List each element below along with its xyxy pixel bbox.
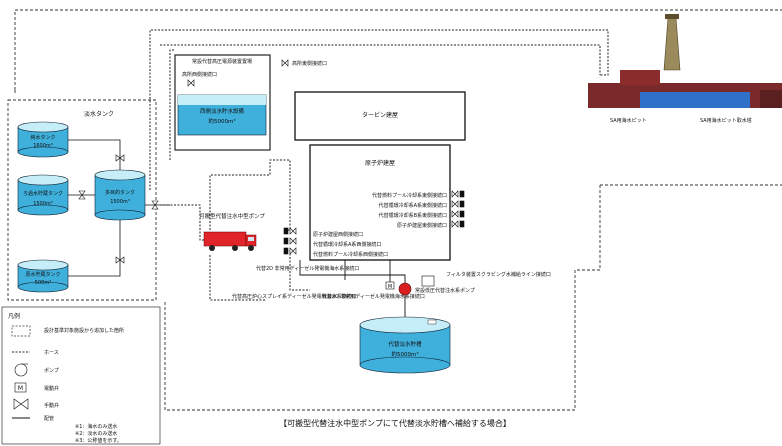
reactor-pipes — [299, 260, 406, 320]
legend-dashed-box-text: 設計基準対象施設から追加した箇所 — [44, 327, 124, 334]
permanent-pump-icon — [398, 282, 412, 296]
svg-text:500m³: 500m³ — [35, 280, 51, 286]
tank-pipes — [68, 139, 170, 277]
svg-text:多目的タンク: 多目的タンク — [105, 189, 135, 196]
svg-text:原水貯蔵タンク: 原水貯蔵タンク — [25, 271, 60, 278]
site-boundary — [14, 9, 782, 411]
west-connection-label: 高所西側接続口 — [182, 71, 217, 78]
svg-text:1500m³: 1500m³ — [33, 201, 53, 207]
motor-valve-mark: M — [388, 284, 392, 290]
reactor-conn-left-3: 代替燃料プール冷却系西側接続口 — [313, 251, 388, 258]
diagram-caption: 【可搬型代替注水中型ポンプにて代替淡水貯槽へ補給する場合】 — [279, 418, 511, 428]
filtered-water-tank: ろ過水貯蔵タンク 1500m³ — [17, 174, 69, 216]
motor-valve-icon — [385, 281, 395, 290]
mobile-pump-truck — [203, 231, 257, 251]
svg-text:純水タンク: 純水タンク — [30, 134, 55, 141]
west-storage-name: 西側淡水貯水設備 — [200, 107, 245, 115]
svg-text:1500m³: 1500m³ — [110, 199, 130, 205]
legend-pump-icon — [14, 363, 28, 377]
legend-note-2: ※2：淡水のみ送水 — [75, 430, 117, 437]
connection-valve-icon — [187, 79, 195, 87]
hose-to-pump — [160, 204, 210, 241]
freshwater-area — [7, 99, 157, 301]
east-connection-icon — [281, 59, 289, 67]
alt-freshwater-tank: 代替淡水貯槽 約5000m³ — [359, 316, 451, 374]
raw-water-tank: 原水貯蔵タンク 500m³ — [17, 259, 69, 293]
turbine-building — [294, 91, 466, 141]
freshwater-area-label: 淡水タンク — [84, 110, 114, 118]
legend-title: 凡例 — [8, 312, 20, 320]
turbine-building-label: タービン建屋 — [362, 111, 398, 119]
reactor-conn-left-1: 原子炉建屋西側接続口 — [313, 231, 363, 238]
power-source-label: 常設代替高圧電源装置置場 — [192, 58, 252, 65]
hose-network — [149, 29, 609, 301]
lower-label-2c: 代替2C 非常用ディーゼル発電機海水系接続口 — [322, 293, 425, 300]
legend-dashed-box-icon — [11, 325, 31, 337]
legend-pipe-text: 配管 — [44, 415, 54, 422]
permanent-pump-label: 常設低圧代替注水系ポンプ — [415, 287, 475, 294]
legend-box — [1, 306, 161, 445]
filter-vent-label: フィルタ装置スクラビング水補給ライン接続口 — [446, 271, 551, 278]
legend-motor-valve-icon — [14, 382, 27, 393]
sa-pit-label: SA用海水ピット — [610, 117, 647, 124]
east-connection-label: 高所東側接続口 — [292, 60, 327, 67]
reactor-right-valves — [451, 190, 465, 228]
multipurpose-tank: 多目的タンク 1500m³ — [94, 169, 146, 221]
manual-valve-icon — [78, 154, 159, 264]
reactor-conn-right-1: 代替燃料プール冷却系東側接続口 — [372, 192, 447, 199]
svg-text:代替淡水貯槽: 代替淡水貯槽 — [388, 340, 422, 348]
reactor-building — [309, 144, 451, 261]
svg-text:ろ過水貯蔵タンク: ろ過水貯蔵タンク — [23, 190, 63, 197]
pure-water-tank: 純水タンク 1600m³ — [17, 121, 69, 158]
west-storage-capacity: 約5000m³ — [208, 117, 235, 125]
legend-motor-valve-mark: M — [18, 385, 23, 392]
lower-label-hpcs: 代替高圧炉心スプレイ系ディーゼル発電機海水系接続口 — [232, 293, 357, 300]
legend-hose-text: ホース — [44, 350, 59, 356]
mobile-pump-label: 可搬型代替注水中型ポンプ — [199, 212, 265, 220]
reactor-conn-left-2: 代替循環冷却系A系西側接続口 — [313, 241, 381, 248]
sa-pit-area — [588, 14, 782, 108]
legend-note-1: ※1：海水のみ送水 — [75, 423, 117, 430]
legend-manual-valve-text: 手動弁 — [44, 402, 59, 409]
legend-manual-valve-icon — [13, 398, 29, 410]
legend-note-3: ※3：公称値を示す。 — [75, 437, 122, 444]
legend-pump-text: ポンプ — [44, 367, 59, 374]
svg-text:約5000m³: 約5000m³ — [391, 350, 418, 358]
sa-pit-intake-label: SA用海水ピット取水塔 — [700, 117, 752, 124]
lower-label-2d: 代替2D 非常用ディーゼル発電機海水系接続口 — [256, 265, 359, 272]
svg-text:1600m³: 1600m³ — [33, 143, 53, 149]
reactor-left-valves — [283, 227, 297, 255]
reactor-conn-right-3: 代替循環冷却系B系東側接続口 — [379, 212, 447, 219]
reactor-conn-right-2: 代替循環冷却系A系東側接続口 — [379, 202, 447, 209]
reactor-building-label: 原子炉建屋 — [365, 159, 395, 167]
filter-vent-connection — [421, 275, 435, 287]
legend-motor-valve-text: 電動弁 — [44, 385, 59, 392]
reactor-conn-right-4: 原子炉建屋東側接続口 — [397, 222, 447, 229]
